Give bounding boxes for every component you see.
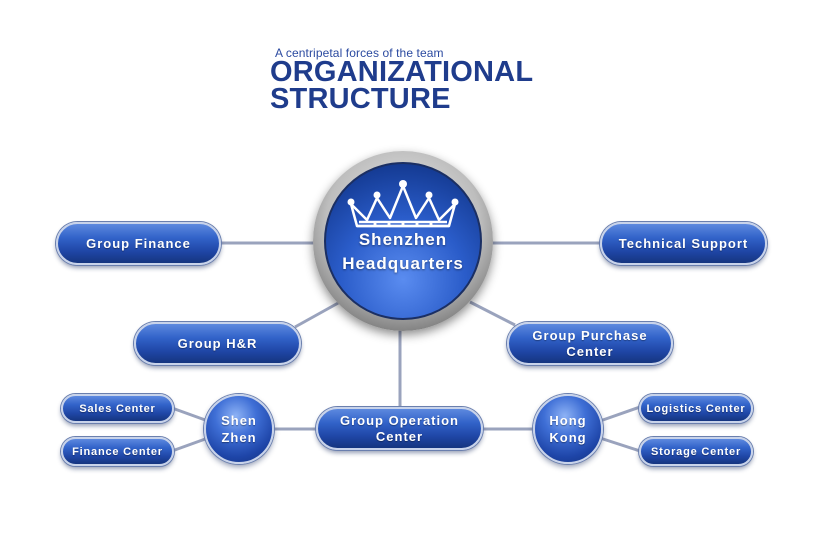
connector-hr — [294, 300, 341, 329]
connector-purchase — [469, 300, 516, 327]
node-technical-support[interactable]: Technical Support — [600, 222, 767, 265]
subtitle: A centripetal forces of the team — [275, 46, 444, 60]
node-label: Hong Kong — [549, 413, 587, 445]
connector-finance-center — [171, 436, 209, 453]
node-label: Group Purchase Center — [532, 327, 648, 359]
node-group-hr[interactable]: Group H&R — [134, 322, 301, 365]
node-shenzhen[interactable]: Shen Zhen — [204, 394, 274, 464]
connector-storage — [599, 436, 641, 453]
node-label: Group Operation Center — [340, 412, 459, 444]
node-label: Technical Support — [618, 235, 749, 251]
node-label: Logistics Center — [646, 402, 746, 415]
node-sales-center[interactable]: Sales Center — [61, 394, 174, 423]
node-label: Storage Center — [650, 445, 742, 458]
node-hongkong[interactable]: Hong Kong — [533, 394, 603, 464]
crown-icon — [347, 180, 459, 228]
node-label: Group H&R — [177, 335, 258, 351]
node-finance-center[interactable]: Finance Center — [61, 437, 174, 466]
node-group-operation-center[interactable]: Group Operation Center — [316, 407, 483, 450]
node-label: Sales Center — [79, 402, 156, 415]
node-group-finance[interactable]: Group Finance — [56, 222, 221, 265]
node-group-purchase-center[interactable]: Group Purchase Center — [507, 322, 673, 365]
title-line-2: STRUCTURE — [270, 83, 451, 115]
node-logistics-center[interactable]: Logistics Center — [639, 394, 753, 423]
node-label: Finance Center — [72, 445, 163, 458]
hub-label: Shenzhen Headquarters — [342, 230, 464, 273]
title-line-1: ORGANIZATIONAL — [270, 56, 534, 88]
connector-logistics — [599, 405, 641, 423]
node-label: Shen Zhen — [221, 413, 257, 445]
page-title: ORGANIZATIONAL STRUCTURE — [270, 56, 534, 115]
node-label: Group Finance — [86, 235, 191, 251]
node-storage-center[interactable]: Storage Center — [639, 437, 753, 466]
connector-sales — [171, 406, 209, 423]
